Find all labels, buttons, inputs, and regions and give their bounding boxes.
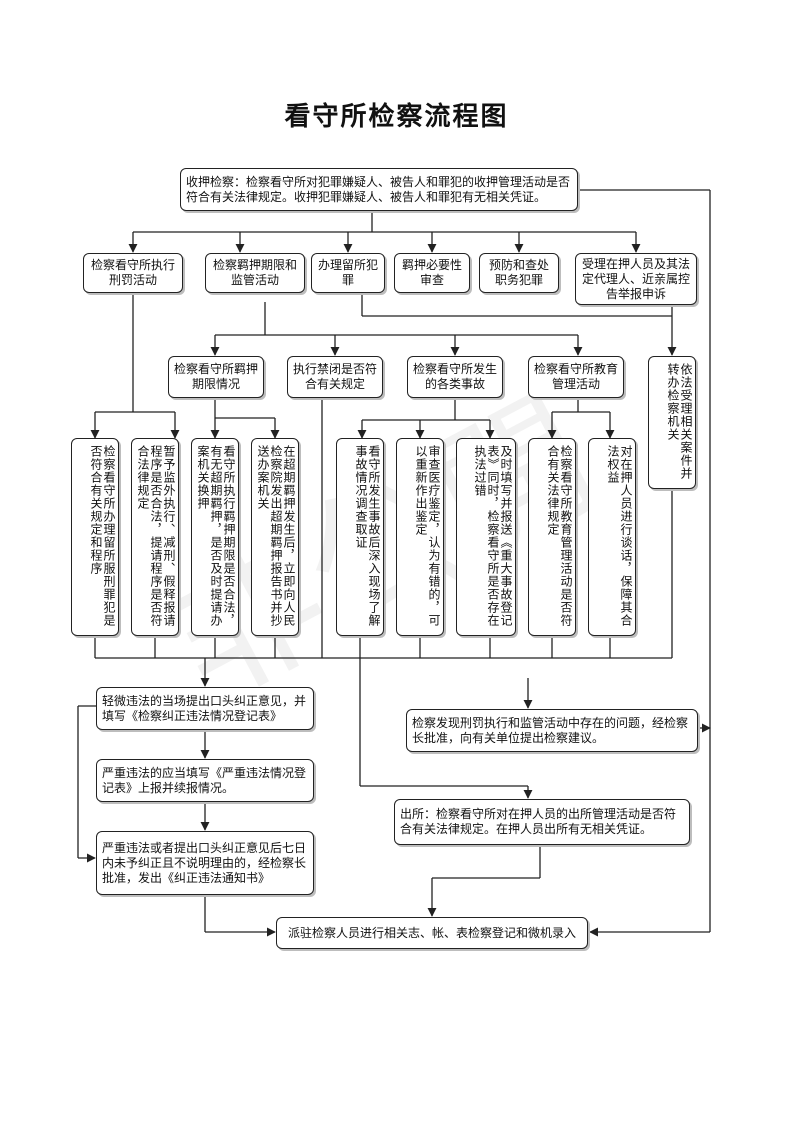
vcol-box-7: 及时填写并报送《重大事故登记表》同时，检察看守所是否存在执法过错 — [456, 438, 516, 636]
vcol-box-3: 看守所执行羁押期限是否合法，有无超期羁押，是否及时提请办案机关换押 — [191, 438, 239, 636]
light-violation-box: 轻微违法的当场提出口头纠正意见，并填写《检察纠正违法情况登记表》 — [96, 687, 314, 730]
procuratorial-suggestion-box: 检察发现刑罚执行和监管活动中存在的问题，经检察长批准，向有关单位提出检察建议。 — [406, 709, 698, 752]
row1-box-execution: 检察看守所执行刑罚活动 — [83, 253, 183, 293]
final-registration-box: 派驻检察人员进行相关志、帐、表检察登记和微机录入 — [276, 917, 588, 949]
row1-box-necessity: 羁押必要性审查 — [394, 253, 470, 293]
row1-box-prevention: 预防和查处职务犯罪 — [479, 253, 559, 293]
row1-box-detention: 检察羁押期限和监管活动 — [205, 253, 305, 293]
side-box-referral: 依法受理相关案件并转办检察机关 — [648, 356, 696, 489]
vcol-box-4: 在超期羁押发生后，立即向人民检察院发出超期羁押报告书并抄送办案机关 — [251, 438, 299, 636]
vcol-box-6: 审查医疗鉴定，认为有错的，可以重新作出鉴定 — [396, 438, 444, 636]
vcol-box-5: 看守所发生事故后深入现场了解事故情况调查取证 — [336, 438, 384, 636]
vcol-box-9: 对在押人员进行谈话，保障其合法权益 — [588, 438, 636, 636]
intake-check-box: 收押检察：检察看守所对犯罪嫌疑人、被告人和罪犯的收押管理活动是否符合有关法律规定… — [180, 168, 578, 211]
vcol-box-8: 检察看守所教育管理活动是否符合有关法律规定 — [528, 438, 576, 636]
row2-box-incidents: 检察看守所发生的各类事故 — [407, 356, 503, 398]
serious-violation-box: 严重违法的应当填写《严重违法情况登记表》上报并续报情况。 — [96, 759, 314, 802]
correction-notice-box: 严重违法或者提出口头纠正意见后七日内未予纠正且不说明理由的，经检察长批准，发出《… — [96, 831, 314, 895]
vcol-box-2: 暂予监外执行、减刑、假释报请程序是否合法，提请程序是否符合法律规定 — [131, 438, 179, 636]
page-title: 看守所检察流程图 — [284, 102, 509, 132]
row1-box-retain: 办理留所犯罪 — [311, 253, 385, 293]
vcol-box-1: 检察看守所办理留所服刑罪犯是否符合有关规定和程序 — [71, 438, 119, 636]
row2-box-term: 检察看守所羁押期限情况 — [168, 356, 264, 398]
row2-box-confinement: 执行禁闭是否符合有关规定 — [287, 356, 383, 398]
release-check-box: 出所：检察看守所对在押人员的出所管理活动是否符合有关法律规定。在押人员出所有无相… — [394, 799, 690, 845]
row1-box-complaints: 受理在押人员及其法定代理人、近亲属控告举报申诉 — [575, 253, 697, 305]
row2-box-education: 检察看守所教育管理活动 — [528, 356, 624, 398]
